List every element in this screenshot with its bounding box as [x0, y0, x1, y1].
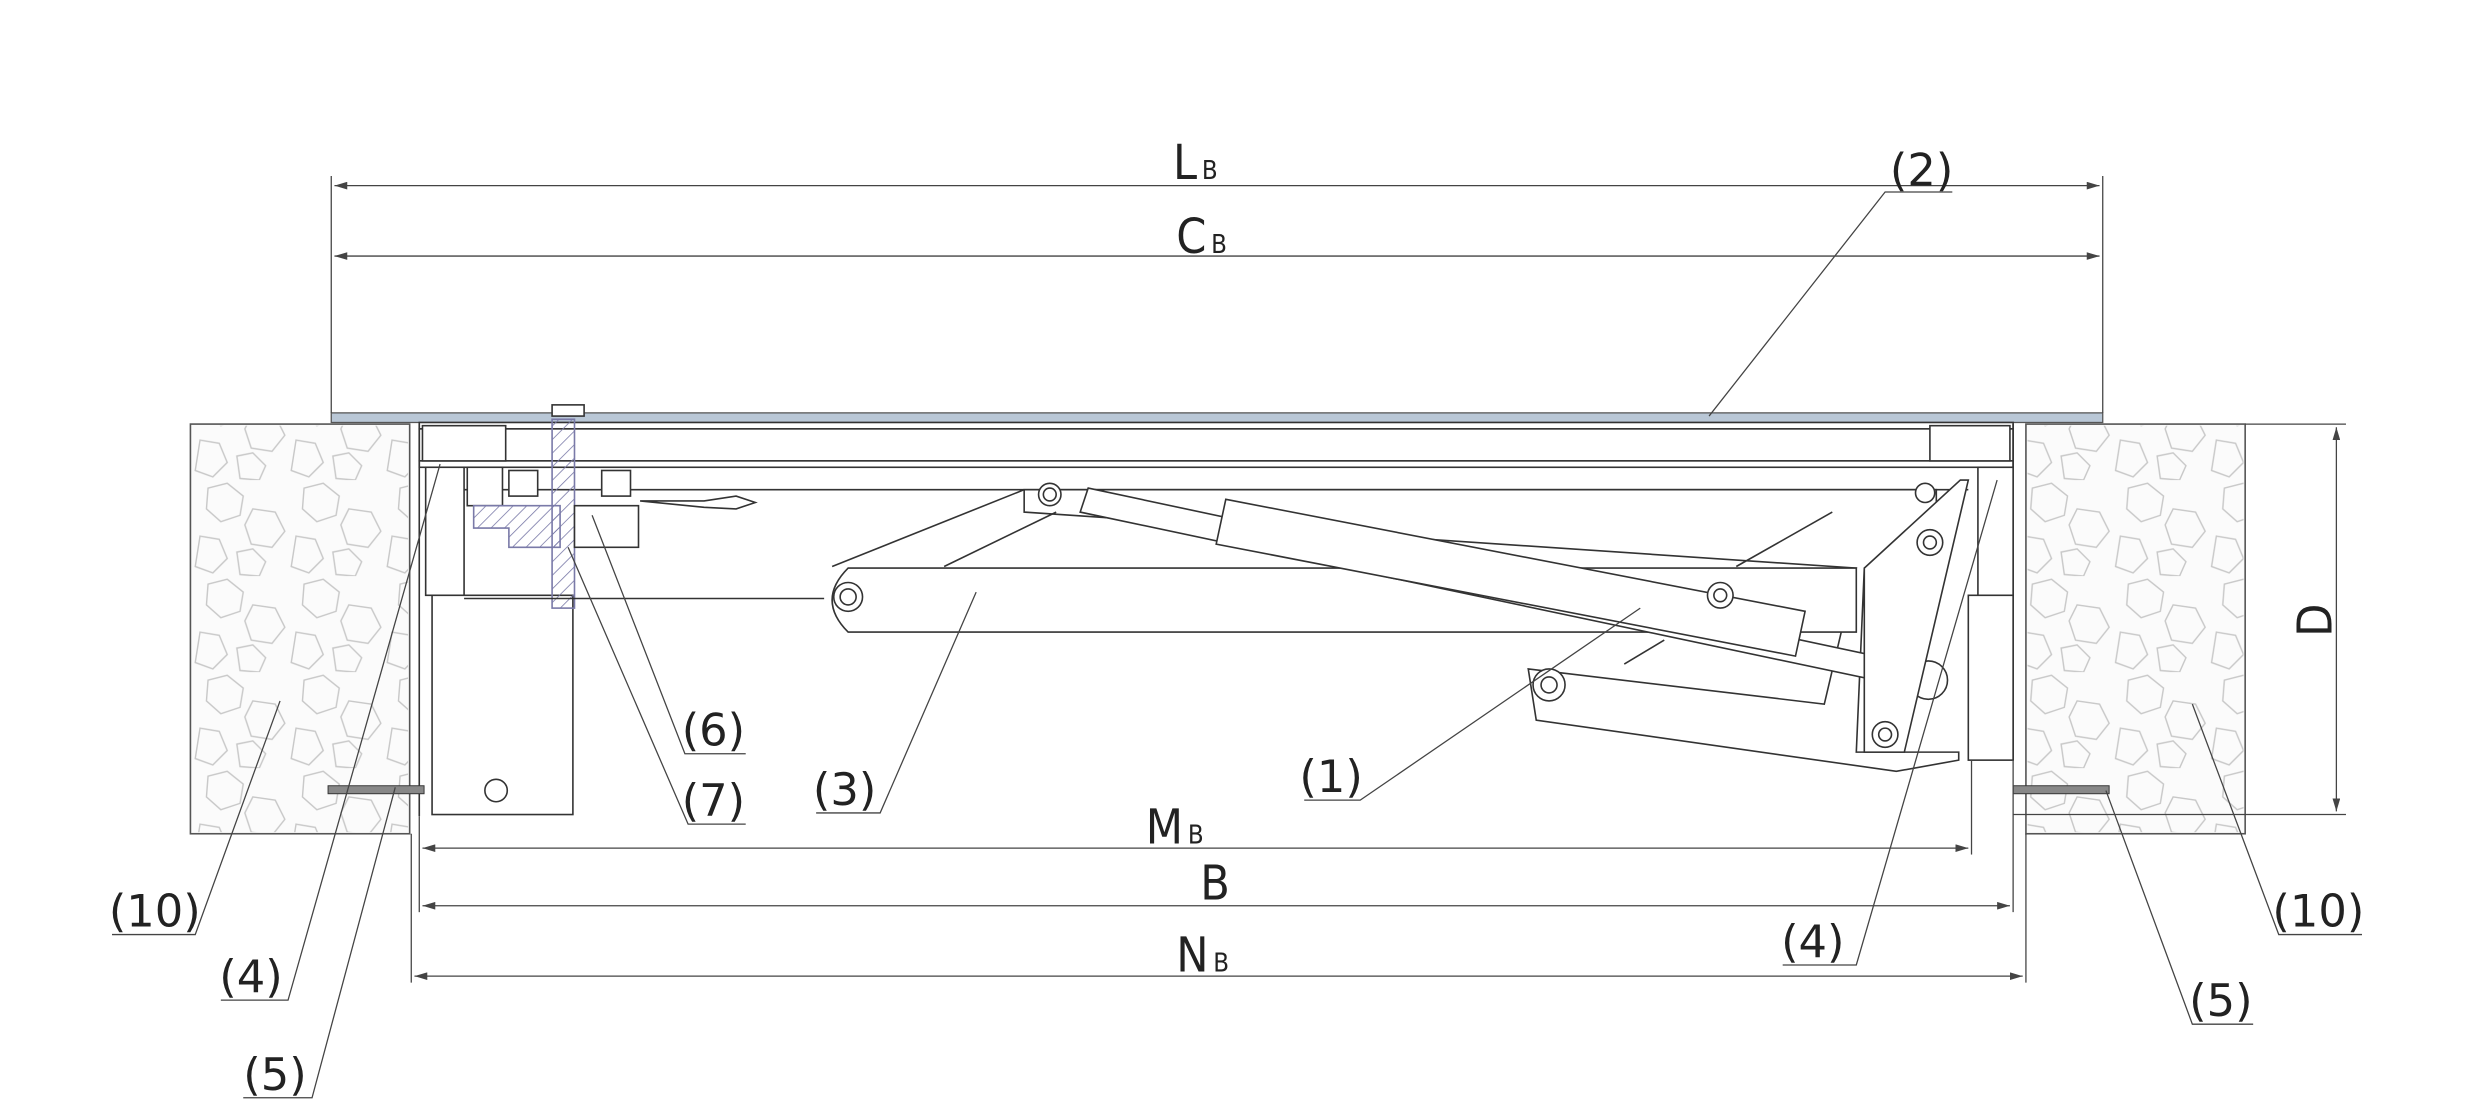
callout-7: (7) [682, 774, 745, 827]
callout-10-right: (10) [2272, 885, 2364, 938]
callout-4-left: (4) [219, 950, 282, 1003]
anchor-right [2012, 785, 2110, 795]
leader-lines [112, 191, 2362, 1099]
pivot-bolts [832, 482, 1944, 749]
concrete-left [189, 423, 411, 835]
concrete-right [2025, 423, 2246, 835]
dimension-lines [330, 176, 2346, 983]
callout-10-left: (10) [109, 885, 201, 938]
anchor-left [327, 785, 425, 795]
lifting-mechanism [464, 479, 1970, 773]
callout-1: (1) [1299, 750, 1362, 803]
callout-5-right: (5) [2189, 974, 2252, 1027]
dim-label-d: D [2288, 604, 2344, 637]
frame [418, 418, 2014, 817]
dim-label-b: B [1200, 855, 1230, 911]
callout-4-right: (4) [1781, 915, 1844, 968]
callout-5-left: (5) [243, 1048, 306, 1101]
callout-3: (3) [813, 763, 876, 816]
callout-6: (6) [682, 704, 745, 757]
callout-2: (2) [1890, 144, 1953, 197]
deck-plate [330, 404, 2104, 469]
